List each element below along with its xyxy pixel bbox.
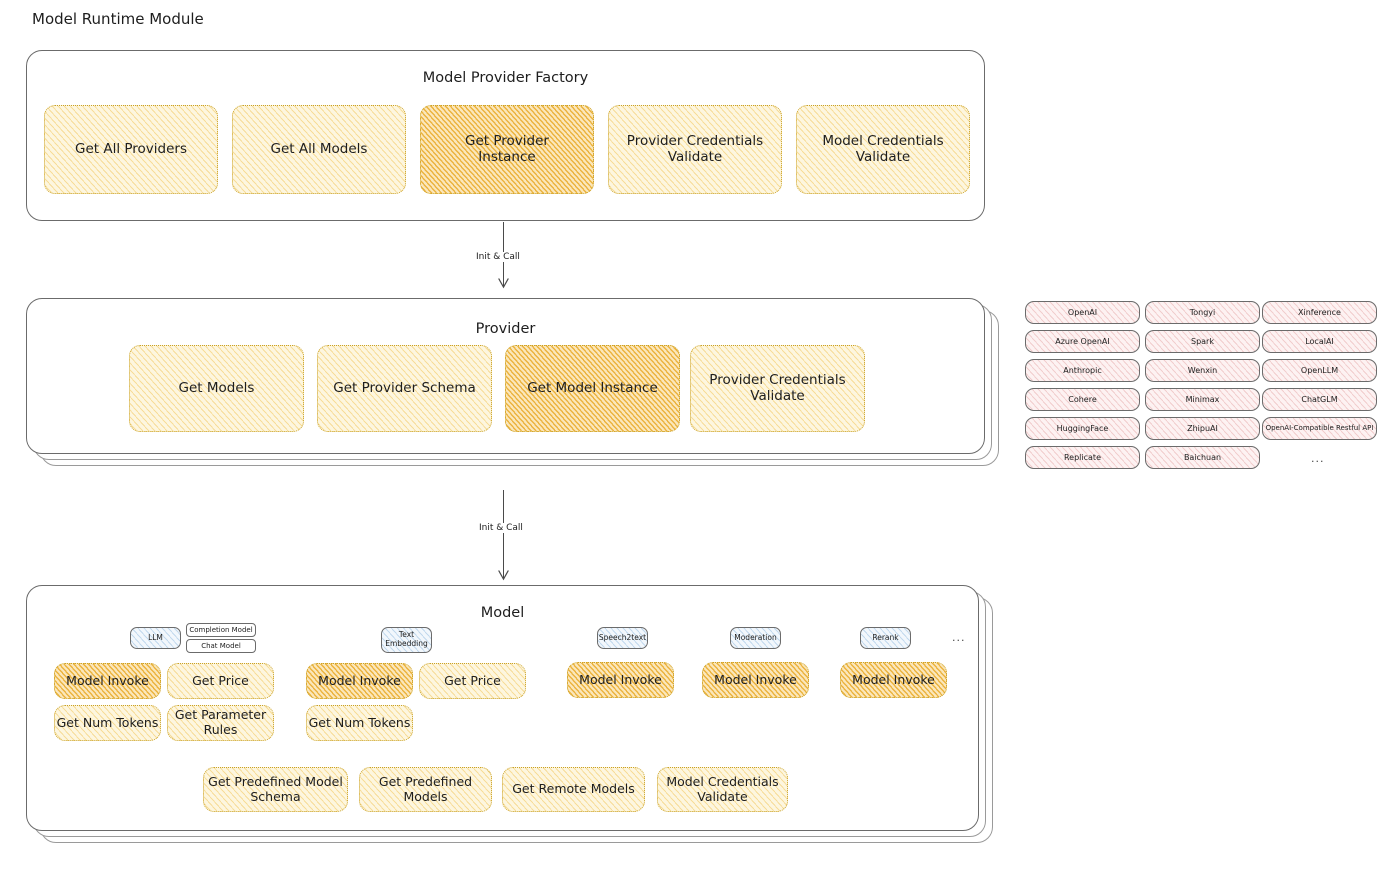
factory-method-get-all-models[interactable]: Get All Models — [232, 105, 406, 194]
page-title: Model Runtime Module — [32, 10, 204, 28]
model-type-llm-tag-completion-model: Completion Model — [186, 623, 256, 637]
llm-method-get-price[interactable]: Get Price — [167, 663, 274, 699]
provider-chip-tongyi[interactable]: Tongyi — [1145, 301, 1260, 324]
model-method-get-predefined-model-schema[interactable]: Get Predefined Model Schema — [203, 767, 348, 812]
factory-method-get-all-providers[interactable]: Get All Providers — [44, 105, 218, 194]
arrow-provider-to-model — [503, 490, 504, 578]
provider-list-more-ellipsis: ... — [1311, 452, 1325, 465]
provider-chip-huggingface[interactable]: HuggingFace — [1025, 417, 1140, 440]
provider-title: Provider — [475, 321, 536, 337]
provider-chip-openllm[interactable]: OpenLLM — [1262, 359, 1377, 382]
provider-chip-localai[interactable]: LocalAI — [1262, 330, 1377, 353]
model-method-get-predefined-models[interactable]: Get Predefined Models — [359, 767, 492, 812]
provider-chip-cohere[interactable]: Cohere — [1025, 388, 1140, 411]
provider-chip-openai[interactable]: OpenAI — [1025, 301, 1140, 324]
rerank-method-model-invoke[interactable]: Model Invoke — [840, 662, 947, 698]
arrow-head-down-icon — [498, 278, 509, 289]
provider-chip-azure-openai[interactable]: Azure OpenAI — [1025, 330, 1140, 353]
model-type-llm-tag-chat-model: Chat Model — [186, 639, 256, 653]
provider-method-get-model-instance[interactable]: Get Model Instance — [505, 345, 680, 432]
model-method-model-credentials-validate[interactable]: Model Credentials Validate — [657, 767, 788, 812]
factory-method-get-provider-instance[interactable]: Get Provider Instance — [420, 105, 594, 194]
model-provider-factory-title: Model Provider Factory — [422, 70, 589, 86]
provider-chip-replicate[interactable]: Replicate — [1025, 446, 1140, 469]
provider-chip-openai-compatible-restful-api[interactable]: OpenAI-Compatible Restful API — [1262, 417, 1377, 440]
provider-chip-xinference[interactable]: Xinference — [1262, 301, 1377, 324]
provider-method-provider-credentials-validate[interactable]: Provider Credentials Validate — [690, 345, 865, 432]
provider-chip-spark[interactable]: Spark — [1145, 330, 1260, 353]
speech2text-method-model-invoke[interactable]: Model Invoke — [567, 662, 674, 698]
provider-chip-chatglm[interactable]: ChatGLM — [1262, 388, 1377, 411]
arrow-head-down-icon-2 — [498, 570, 509, 581]
moderation-method-model-invoke[interactable]: Model Invoke — [702, 662, 809, 698]
model-title: Model — [480, 605, 525, 621]
model-type-moderation[interactable]: Moderation — [730, 627, 781, 649]
model-method-get-remote-models[interactable]: Get Remote Models — [502, 767, 645, 812]
model-types-more-ellipsis: ... — [952, 631, 966, 644]
text-embedding-method-model-invoke[interactable]: Model Invoke — [306, 663, 413, 699]
provider-chip-baichuan[interactable]: Baichuan — [1145, 446, 1260, 469]
llm-method-get-parameter-rules[interactable]: Get Parameter Rules — [167, 705, 274, 741]
model-type-text-embedding[interactable]: Text Embedding — [381, 627, 432, 653]
text-embedding-method-get-price[interactable]: Get Price — [419, 663, 526, 699]
arrow-label-init-and-call-top: Init & Call — [473, 252, 523, 262]
model-type-rerank[interactable]: Rerank — [860, 627, 911, 649]
factory-method-provider-credentials-validate[interactable]: Provider Credentials Validate — [608, 105, 782, 194]
provider-method-get-models[interactable]: Get Models — [129, 345, 304, 432]
model-type-llm[interactable]: LLM — [130, 627, 181, 649]
text-embedding-method-get-num-tokens[interactable]: Get Num Tokens — [306, 705, 413, 741]
factory-method-model-credentials-validate[interactable]: Model Credentials Validate — [796, 105, 970, 194]
model-type-speech2text[interactable]: Speech2text — [597, 627, 648, 649]
provider-chip-wenxin[interactable]: Wenxin — [1145, 359, 1260, 382]
provider-method-get-provider-schema[interactable]: Get Provider Schema — [317, 345, 492, 432]
llm-method-model-invoke[interactable]: Model Invoke — [54, 663, 161, 699]
arrow-label-init-and-call-mid: Init & Call — [476, 523, 526, 533]
provider-chip-zhipuai[interactable]: ZhipuAI — [1145, 417, 1260, 440]
llm-method-get-num-tokens[interactable]: Get Num Tokens — [54, 705, 161, 741]
provider-chip-minimax[interactable]: Minimax — [1145, 388, 1260, 411]
provider-chip-anthropic[interactable]: Anthropic — [1025, 359, 1140, 382]
